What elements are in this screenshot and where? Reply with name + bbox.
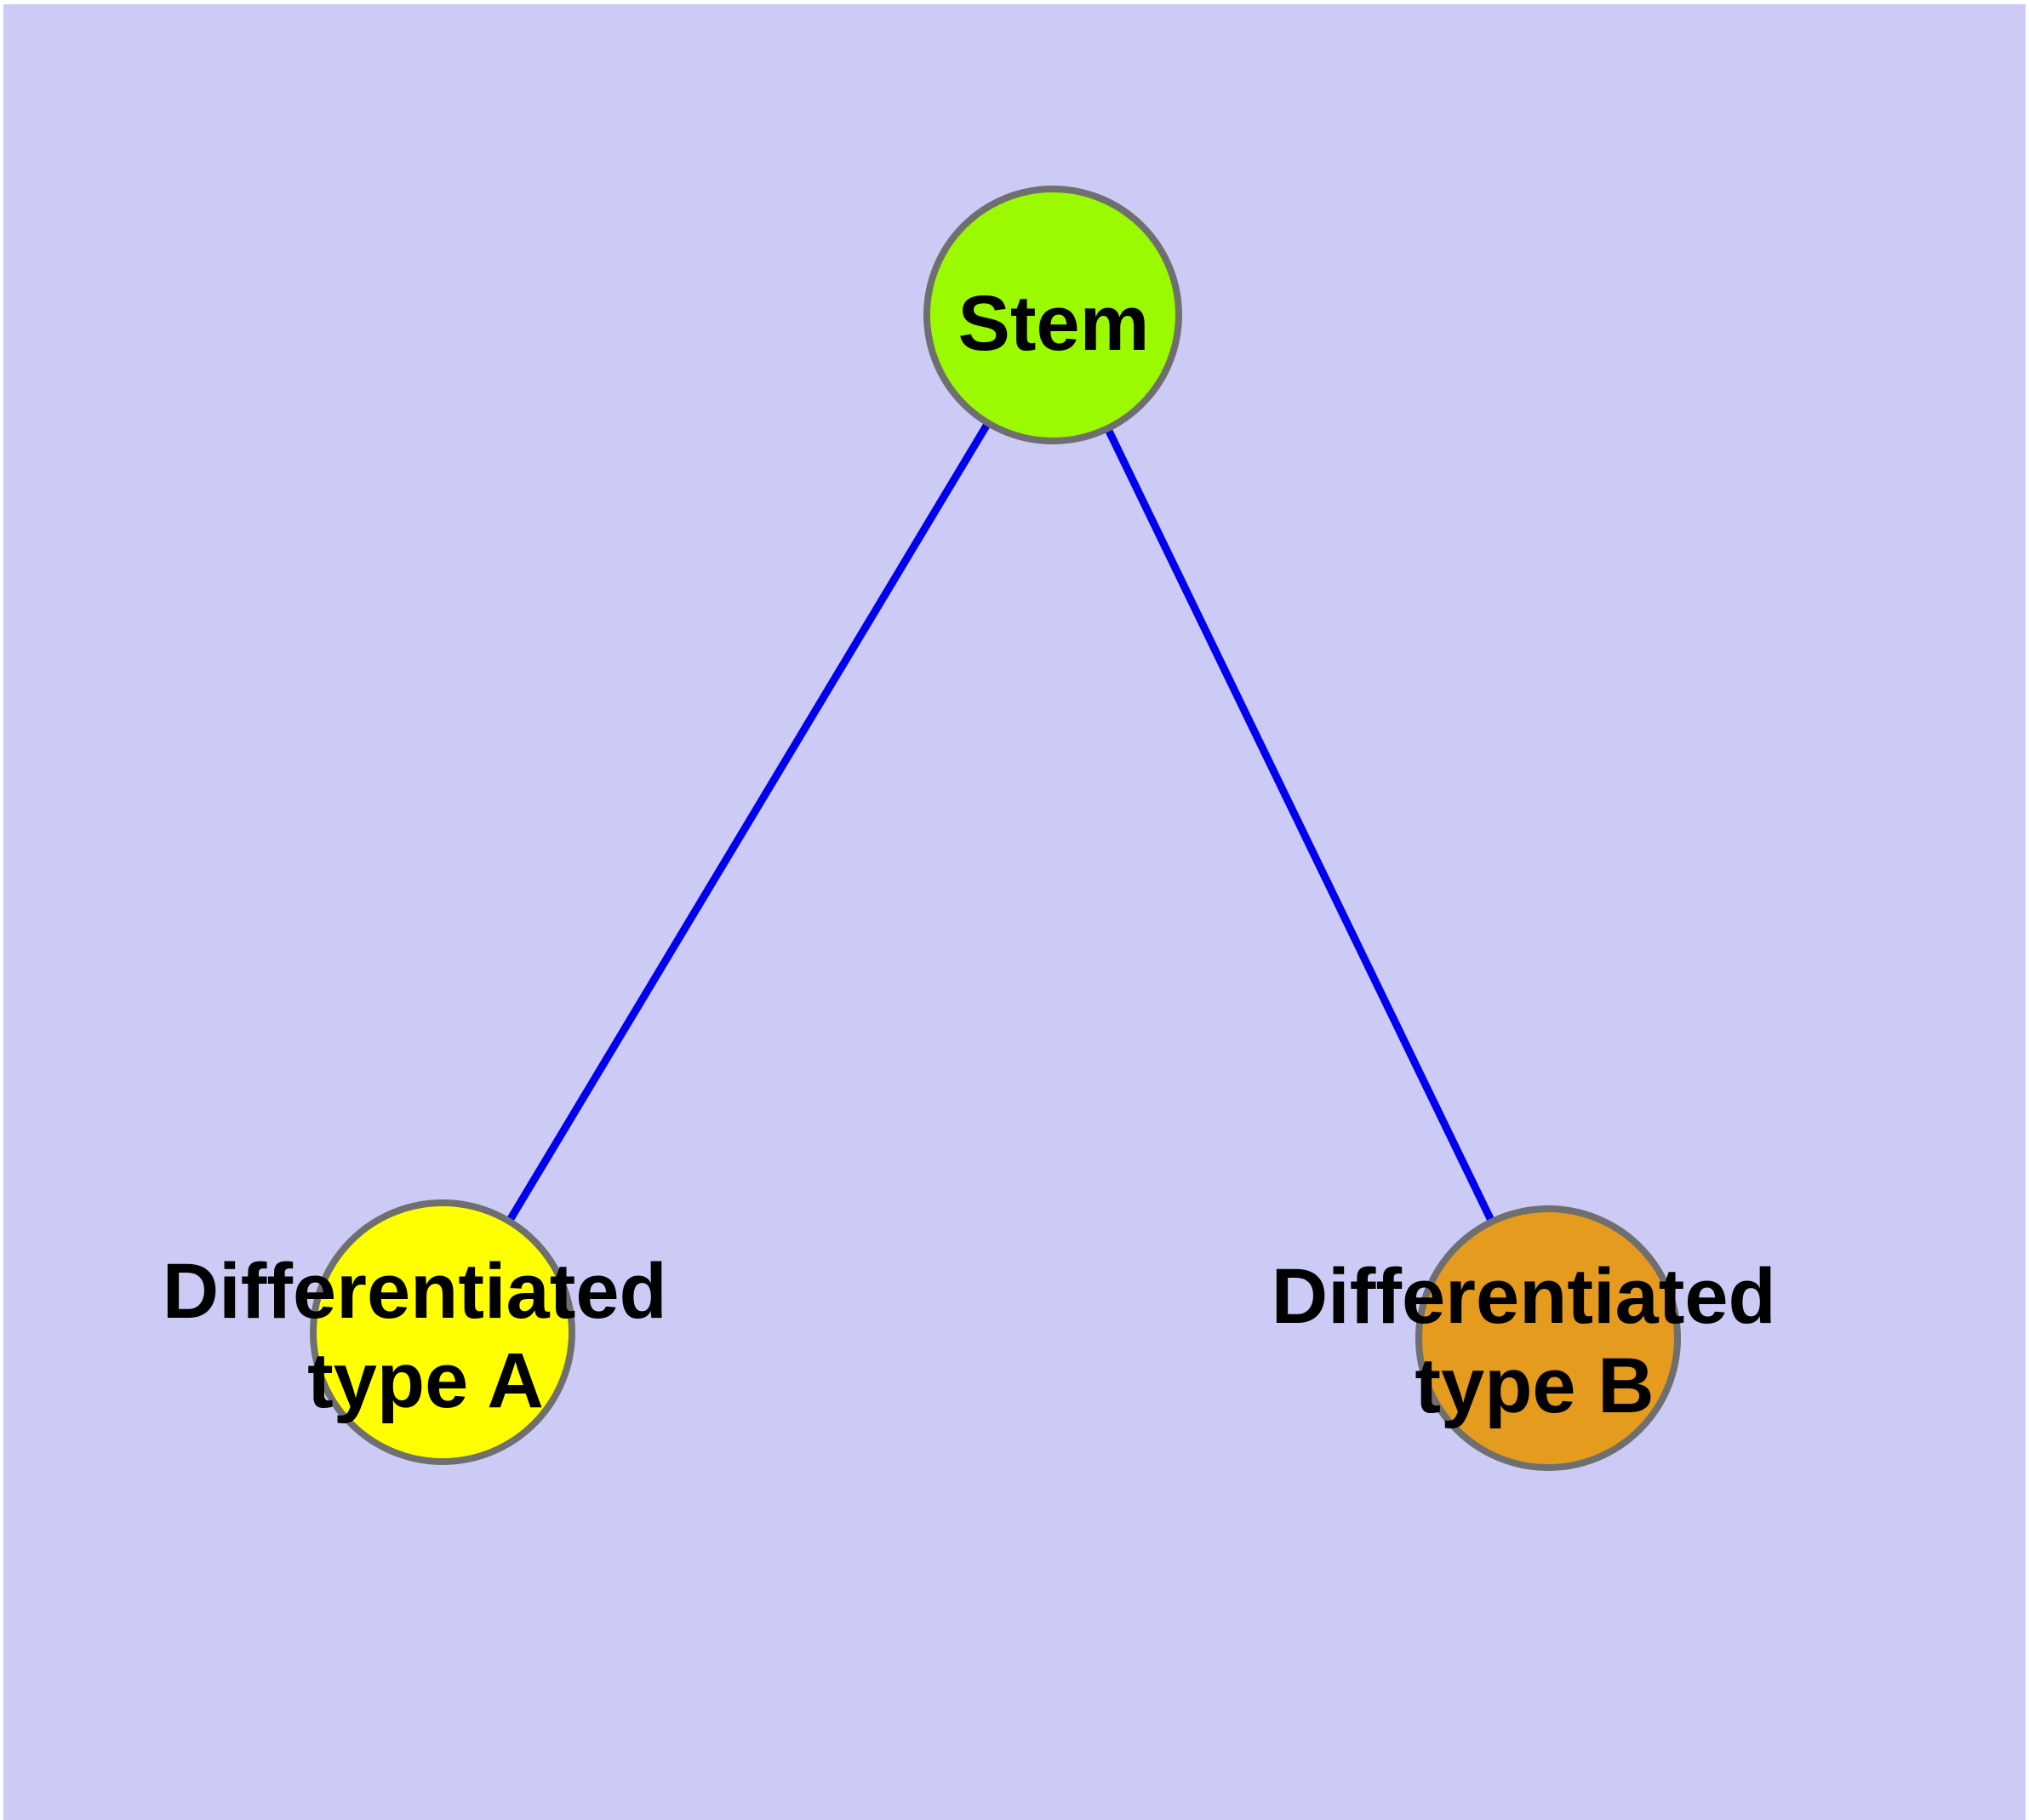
- node-type-a-label-line2: type A: [307, 1337, 544, 1424]
- node-type-b-label-line1: Differentiated: [1272, 1253, 1776, 1340]
- node-type-a-label: Differentiated type A: [163, 1248, 689, 1424]
- edge-stem-to-type-a: [439, 312, 1056, 1335]
- node-type-a-label-line1: Differentiated: [163, 1248, 667, 1335]
- node-stem-label: Stem: [958, 280, 1150, 367]
- edge-stem-to-type-b: [1049, 313, 1552, 1340]
- node-differentiated-type-b: [1415, 1205, 1681, 1471]
- node-type-b-label-line2: type B: [1415, 1342, 1654, 1429]
- node-type-b-label: Differentiated type B: [1272, 1253, 1798, 1429]
- node-differentiated-type-a: [310, 1199, 575, 1465]
- node-stem: [923, 186, 1182, 444]
